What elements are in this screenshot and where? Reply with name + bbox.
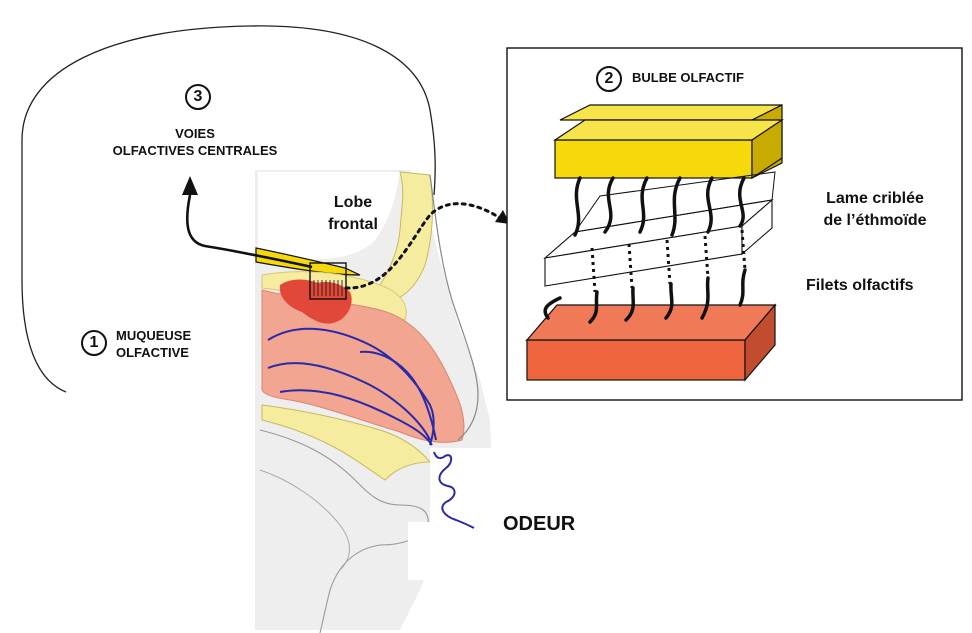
nerve-line-2 [267, 362, 431, 441]
cribriform-hatch [313, 280, 343, 296]
cribriform-strip [255, 247, 361, 276]
central-pathway-arrow [185, 194, 313, 269]
voies-line1: VOIES [175, 126, 215, 141]
lame-line1: Lame criblée [826, 190, 924, 207]
number-badge-1: 1 [81, 330, 107, 356]
voies-label: VOIES OLFACTIVES CENTRALES [80, 125, 310, 159]
lobe-line1: Lobe [333, 194, 373, 211]
olfactory-bulb-block [553, 104, 784, 180]
central-pathway-arrowhead [182, 176, 198, 195]
white-mask-nostril [430, 448, 494, 523]
olfactory-filaments [543, 176, 747, 324]
odor-squiggle [433, 451, 475, 529]
bulbe-label: BULBE OLFACTIF [632, 70, 744, 85]
olfactory-mucosa-block [525, 303, 777, 382]
white-mask-chin [408, 522, 496, 580]
lame-line2: de l’éthmoïde [823, 212, 927, 229]
lame-criblee-label: Lame criblée de l’éthmoïde [800, 188, 950, 232]
muqueuse-line1: MUQUEUSE [116, 328, 192, 343]
zoom-dotted-arrow [344, 202, 502, 290]
zoom-square [309, 262, 347, 300]
nerve-line-4 [359, 350, 437, 441]
number-badge-2: 2 [596, 66, 622, 92]
sagittal-section [255, 170, 496, 633]
muqueuse-label: MUQUEUSE OLFACTIVE [116, 327, 191, 361]
filament-dotted-segments [590, 229, 747, 293]
chin-contour [259, 469, 350, 571]
number-badge-3: 3 [185, 84, 211, 110]
frontal-lobe-area [258, 172, 400, 260]
filets-olfactifs-label: Filets olfactifs [806, 277, 914, 294]
muqueuse-line2: OLFACTIVE [116, 345, 189, 360]
lobe-line2: frontal [328, 216, 378, 233]
zoom-dotted-arrowhead [495, 210, 510, 224]
voies-line2: OLFACTIVES CENTRALES [112, 143, 278, 158]
lobe-frontal-label: Lobe frontal [318, 192, 388, 236]
hard-palate [261, 404, 432, 481]
nose-outline [429, 174, 479, 441]
head-outline [21, 25, 436, 393]
nerve-line-3 [279, 389, 433, 446]
odeur-label: ODEUR [503, 513, 576, 535]
